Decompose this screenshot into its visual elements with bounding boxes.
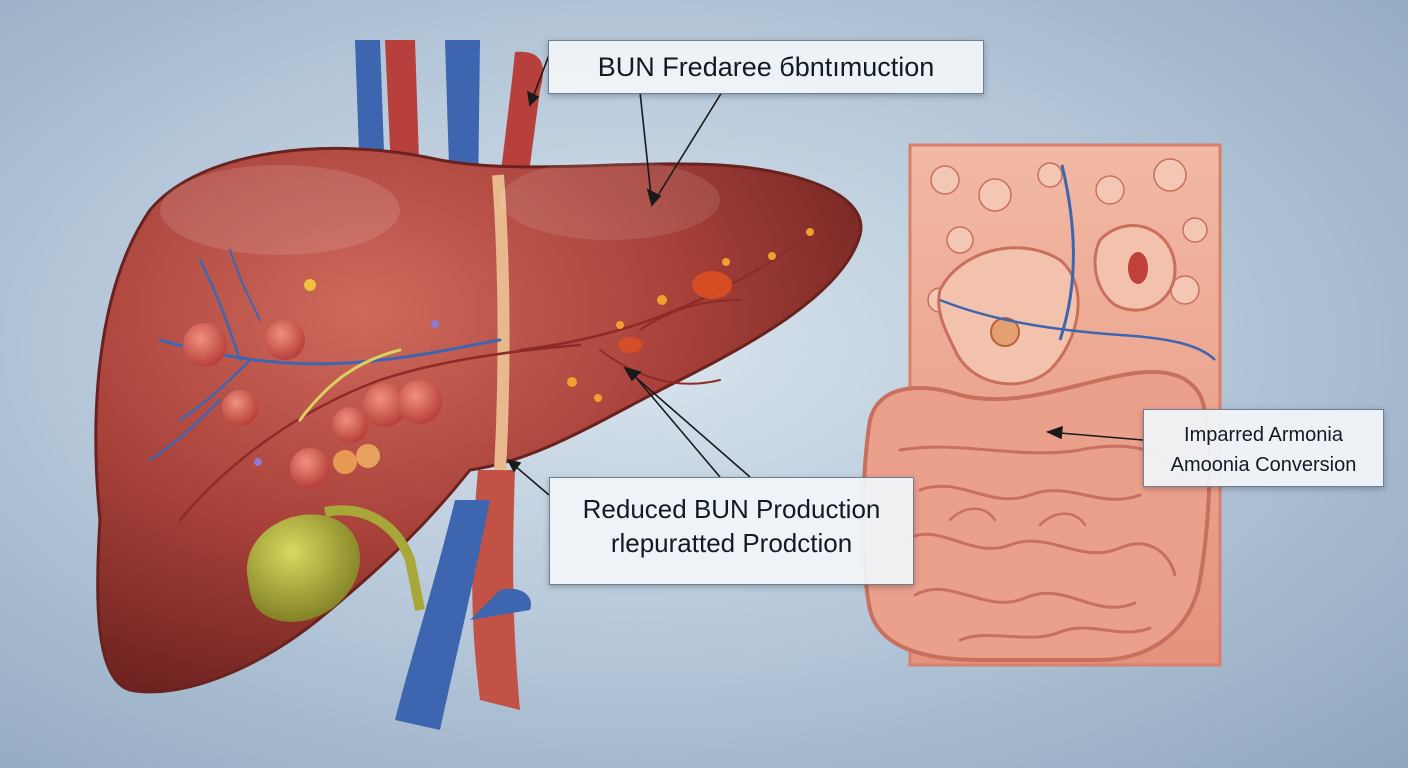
callout-top-text: BUN Fredaree бbntımuction [597, 52, 935, 82]
great-vessels [355, 40, 543, 730]
callout-ammonia-conversion: Imparred Armonia Amoonia Conversion [1143, 409, 1384, 487]
callout-right-line1: Imparred Armonia [1184, 424, 1343, 446]
callout-right-line2: Amoonia Conversion [1170, 454, 1357, 476]
callout-middle-line1: Reduced BUN Production [582, 494, 881, 524]
gallbladder [246, 505, 425, 622]
callout-reduced-bun-production: Reduced BUN Production rlepuratted Prodc… [549, 477, 914, 585]
callout-bun-label: BUN Fredaree бbntımuction [548, 40, 984, 94]
callout-middle-line2: rlepuratted Prodction [610, 528, 853, 558]
liver-lesions [183, 228, 814, 488]
callout-pointers [506, 54, 1144, 496]
